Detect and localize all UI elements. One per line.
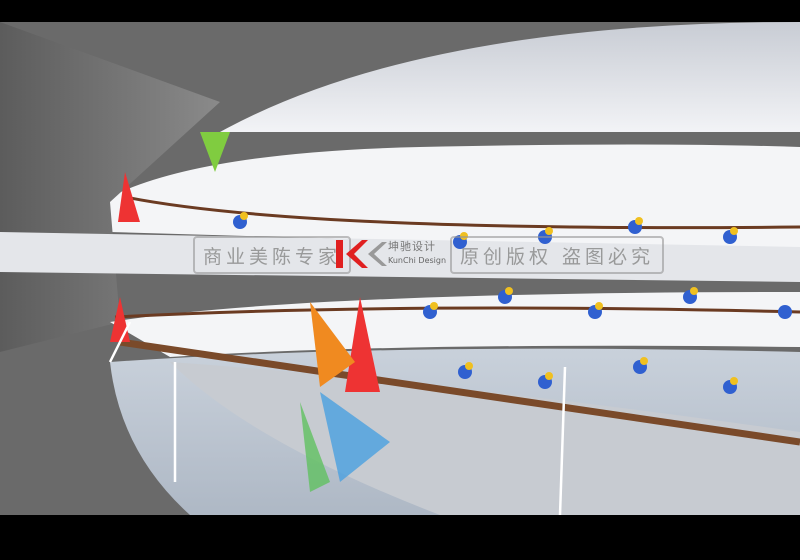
middle-band [0, 232, 800, 282]
pinwheel-decorations [110, 132, 792, 492]
kunchi-logo [336, 240, 387, 268]
upper-ring [110, 144, 800, 252]
atrium-rendering [0, 22, 800, 515]
watermark-slogan: 商业美陈专家 [193, 236, 352, 274]
handrail-upper [124, 195, 800, 230]
brand-name-en: KunChi Design [388, 256, 447, 265]
handrail-lower [119, 338, 800, 446]
light-poles [108, 321, 567, 515]
brand-name-cn: 坤驰设计 [388, 240, 436, 253]
skylight [220, 22, 800, 132]
watermark-copyright: 原创版权 盗图必究 [450, 236, 665, 274]
